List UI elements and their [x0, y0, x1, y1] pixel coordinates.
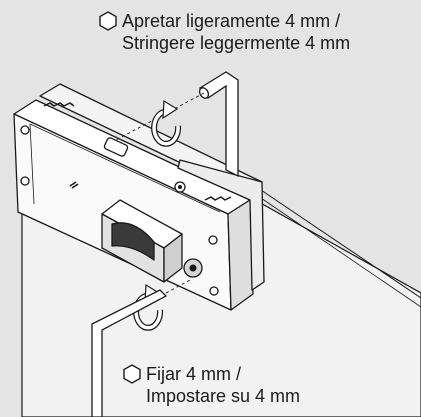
allen-key-icon [91, 279, 191, 417]
rotate-arrow-icon [151, 99, 182, 147]
hinge-body [13, 83, 265, 311]
instruction-text-line: Fijar 4 mm / [146, 364, 242, 384]
instruction-text-line: Apretar ligeramente 4 mm / [122, 11, 341, 31]
instruction-text-line: Stringere leggermente 4 mm [122, 33, 351, 53]
instruction-callout-tighten: Apretar ligeramente 4 mm / Stringere leg… [99, 10, 351, 54]
instruction-callout-set: Fijar 4 mm / Impostare su 4 mm [123, 363, 301, 407]
hex-key-icon [123, 364, 141, 384]
instruction-text-line: Impostare su 4 mm [146, 386, 301, 406]
hex-key-icon [99, 11, 117, 31]
